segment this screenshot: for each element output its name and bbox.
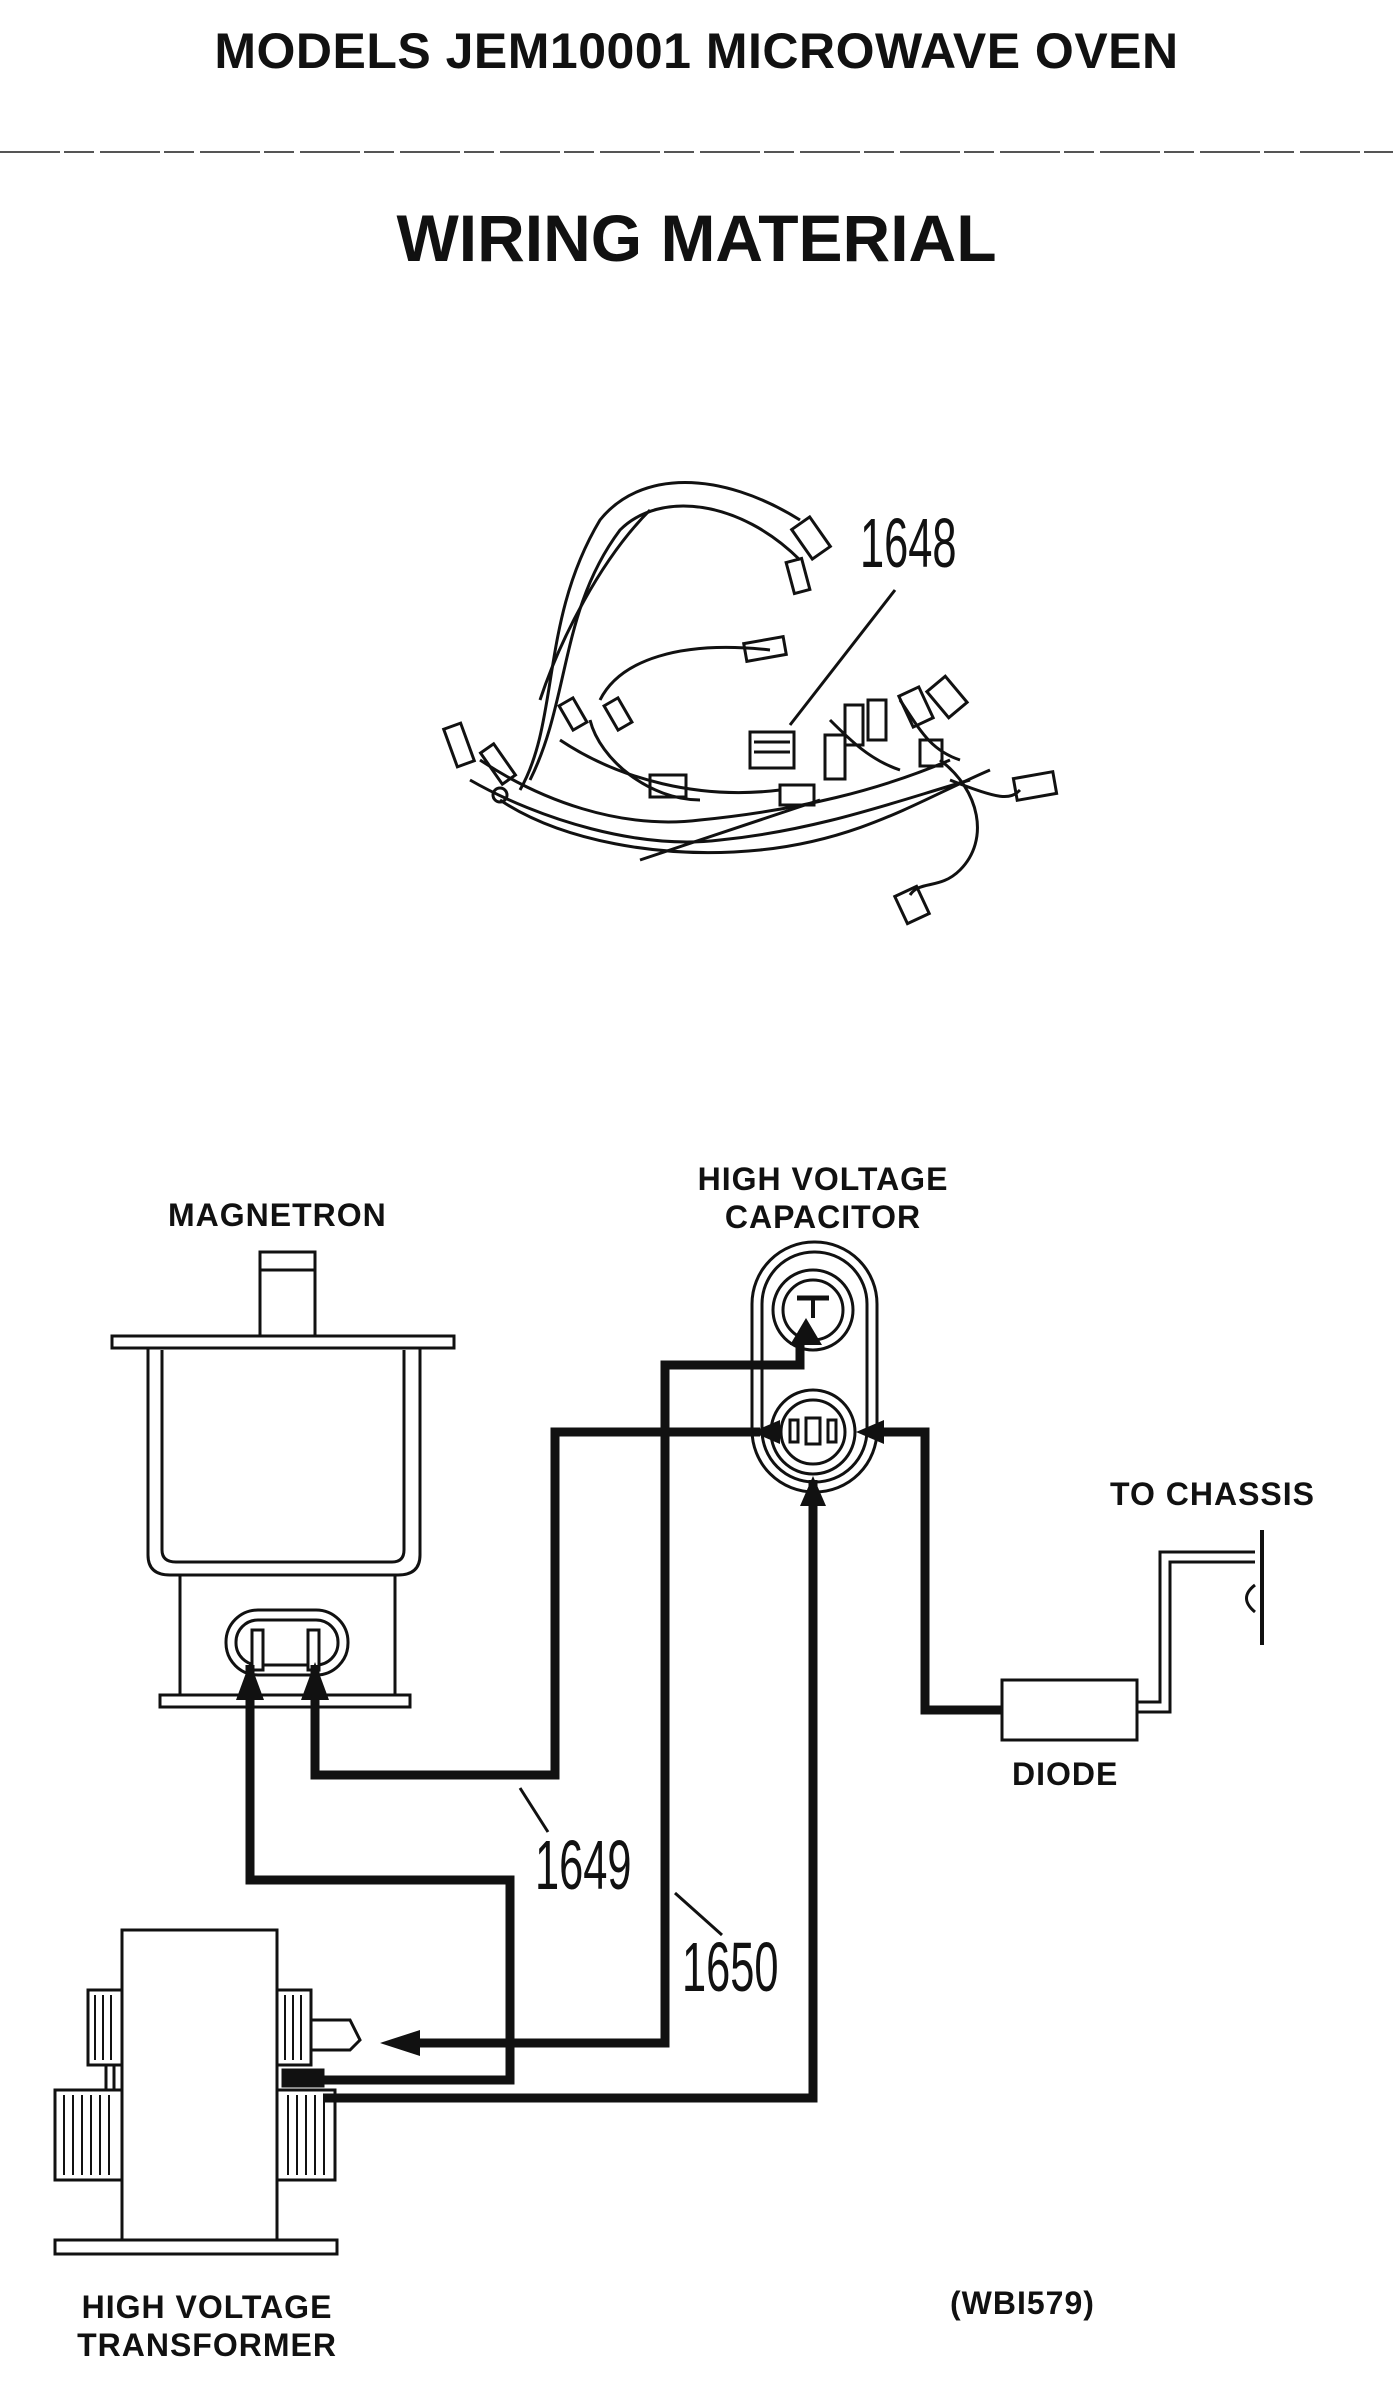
capacitor-label-line2: CAPACITOR <box>724 1199 922 1235</box>
harness-part-number: 1648 <box>860 504 957 582</box>
transformer-label: HIGH VOLTAGE TRANSFORMER <box>62 2288 352 2364</box>
wire-harness-drawing <box>441 481 1059 926</box>
page-header: MODELS JEM10001 MICROWAVE OVEN <box>214 23 1179 79</box>
capacitor-label: HIGH VOLTAGE CAPACITOR <box>688 1160 958 1236</box>
wire-arrowheads <box>236 1318 884 2056</box>
wire-part-number-1650: 1650 <box>682 1928 779 2006</box>
transformer-label-line1: HIGH VOLTAGE <box>81 2289 333 2325</box>
chassis-label: TO CHASSIS <box>1110 1476 1315 1512</box>
capacitor-label-line1: HIGH VOLTAGE <box>697 1161 949 1197</box>
harness-leader-line <box>788 589 897 726</box>
diode-label: DIODE <box>1012 1756 1119 1792</box>
figure-code: (WBI579) <box>950 2285 1095 2321</box>
section-title: WIRING MATERIAL <box>396 201 997 275</box>
magnetron-label: MAGNETRON <box>168 1197 387 1233</box>
diode-drawing <box>1000 1678 1139 1742</box>
wire-part-number-1649: 1649 <box>535 1826 632 1904</box>
transformer-label-line2: TRANSFORMER <box>77 2327 337 2363</box>
wire-1649-leader <box>518 1787 550 1833</box>
wire-1650-leader <box>674 1891 723 1937</box>
wire-1649-path <box>245 1427 760 2085</box>
diode-wire-path <box>872 1427 1002 1715</box>
header-divider <box>0 151 1393 153</box>
wire-1650-path <box>323 1340 818 2103</box>
magnetron-drawing <box>110 1250 456 1709</box>
high-voltage-transformer-drawing <box>53 1928 362 2256</box>
chassis-ground-drawing <box>1137 1530 1264 1714</box>
